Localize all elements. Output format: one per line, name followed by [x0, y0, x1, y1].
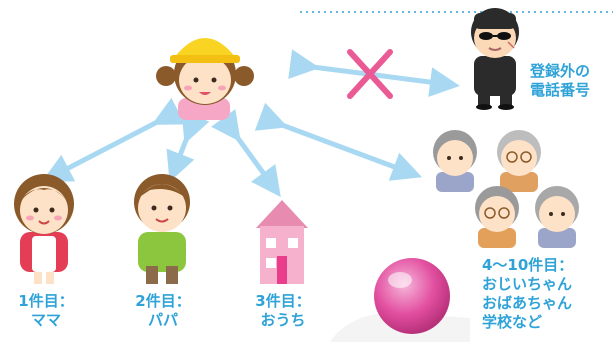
label-others-line3: おばあちゃん	[482, 294, 573, 312]
label-home: 3件目： おうち	[248, 292, 318, 330]
label-papa-line1: 2件目：	[135, 292, 191, 310]
label-others: 4〜10件目： おじいちゃん おばあちゃん 学校など	[482, 256, 573, 332]
label-mama-line1: 1件目：	[18, 292, 74, 310]
label-papa-line2: パパ	[147, 311, 178, 329]
label-unregistered-line2: 電話番号	[530, 81, 591, 99]
grandparents-icon	[433, 130, 579, 248]
label-unregistered-line1: 登録外の	[530, 62, 591, 80]
label-mama: 1件目： ママ	[17, 292, 75, 330]
mother-icon	[14, 174, 74, 284]
label-others-line4: 学校など	[482, 313, 543, 331]
label-others-line1: 4〜10件目：	[482, 256, 574, 274]
blocked-x-icon	[347, 49, 393, 99]
pink-house-icon	[256, 200, 308, 284]
label-others-line2: おじいちゃん	[482, 275, 573, 293]
father-icon	[134, 174, 190, 284]
label-mama-line2: ママ	[30, 311, 61, 329]
arrow-to-stranger	[288, 49, 460, 97]
child-with-yellow-hat-icon	[156, 38, 254, 120]
pink-knob-button-icon	[330, 258, 470, 342]
label-home-line2: おうち	[260, 311, 306, 329]
label-unregistered: 登録外の 電話番号	[530, 62, 590, 100]
arrow-to-grandparents	[254, 102, 423, 181]
label-papa: 2件目： パパ	[130, 292, 196, 330]
label-home-line1: 3件目：	[255, 292, 311, 310]
connection-arrows	[41, 49, 460, 198]
arrow-to-mama	[41, 97, 186, 182]
stranger-with-sunglasses-icon	[471, 8, 519, 110]
arrow-to-papa	[166, 110, 210, 182]
arrow-to-home	[211, 109, 281, 198]
